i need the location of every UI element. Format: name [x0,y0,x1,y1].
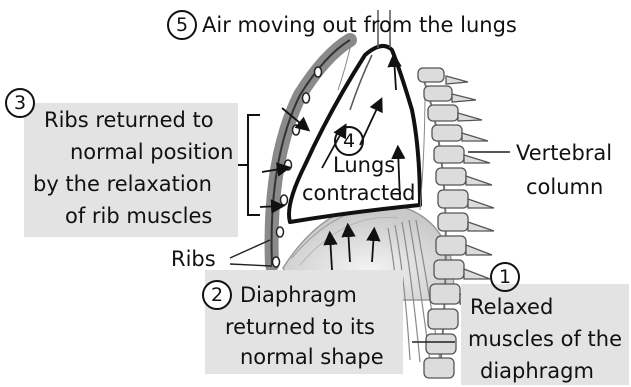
lungs-label: Lungs [333,152,395,178]
relaxed-line-2: muscles of the [468,326,622,352]
ribs-returned-line-1: Ribs returned to [44,107,214,133]
diaphragm-line-2: returned to its [225,314,375,340]
vertebral-label: Vertebral [516,140,612,166]
ribs-returned-line-2: normal position [70,139,233,165]
column-label: column [526,174,603,200]
marker-3: 3 [5,88,35,118]
ribs-returned-line-4: of rib muscles [65,203,212,229]
diaphragm-line-3: normal shape [240,344,384,370]
ribs-returned-line-3: by the relaxation [33,171,212,197]
marker-5: 5 [167,10,197,40]
diaphragm-line-1: Diaphragm [240,282,357,308]
marker-1: 1 [490,262,520,292]
relaxed-line-1: Relaxed [470,294,553,320]
air-out-label: Air moving out from the lungs [202,12,517,38]
contracted-label: contracted [302,180,415,206]
ribs-label: Ribs [171,246,216,272]
marker-2: 2 [202,280,232,310]
relaxed-line-3: diaphragm [480,358,594,384]
